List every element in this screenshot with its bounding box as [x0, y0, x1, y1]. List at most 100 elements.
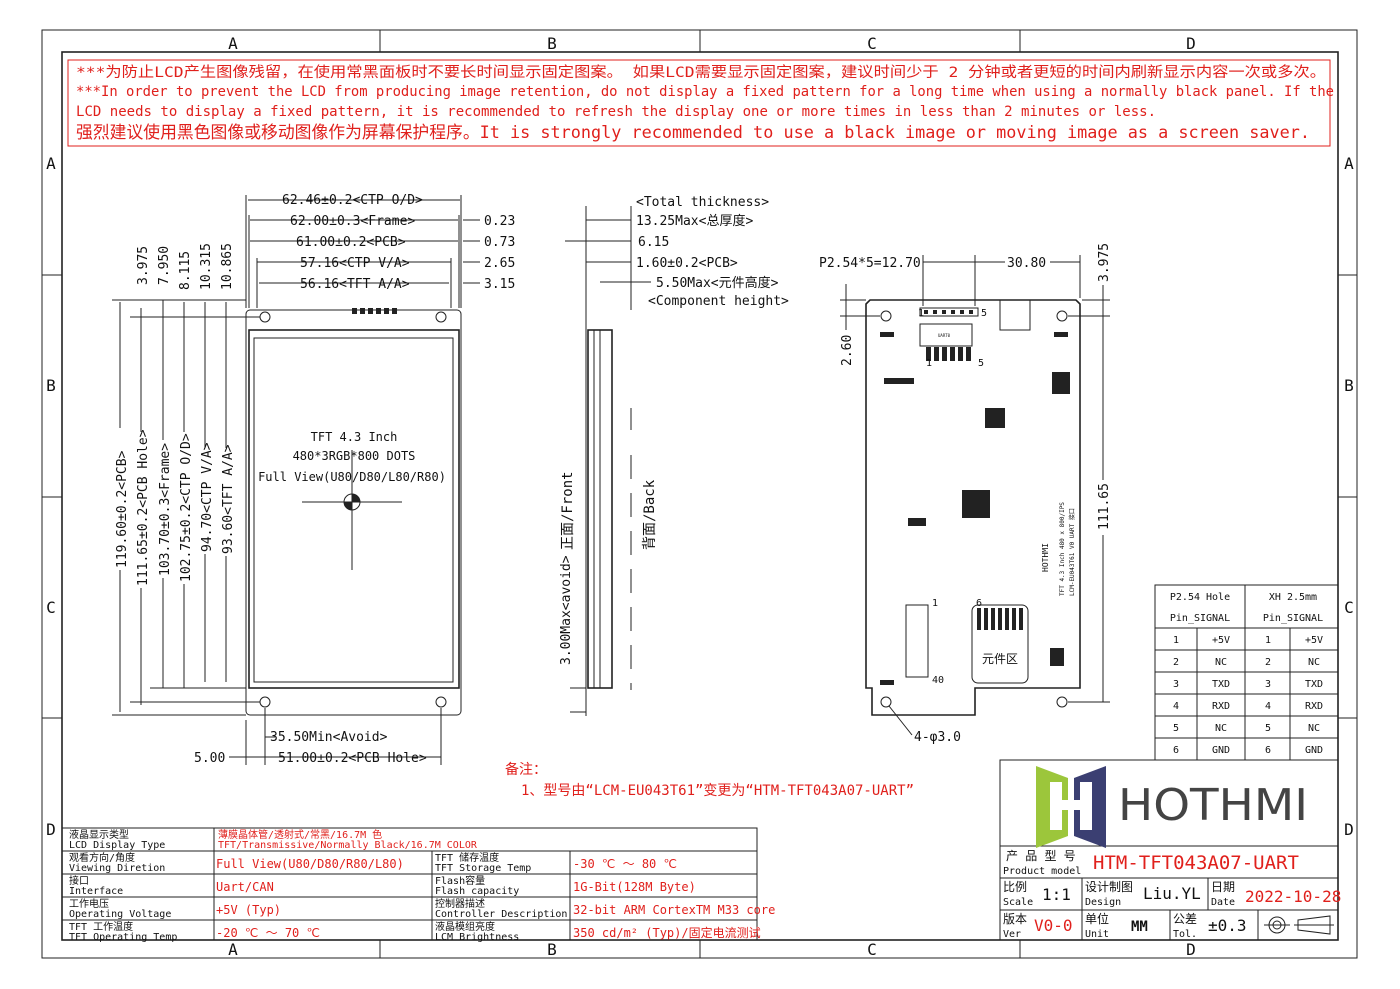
side-view: <Total thickness> 13.25Max<总厚度> 6.15 1.6… — [559, 195, 789, 716]
notice-line-2: ***In order to prevent the LCD from prod… — [76, 84, 1334, 100]
pin-table-cell: TXD — [1212, 679, 1230, 690]
uart-pin-marker-5: 5 — [978, 358, 984, 369]
zone-row-a-right: A — [1344, 154, 1354, 173]
dim-hole-offset: 5.00 — [194, 751, 225, 766]
dim-3-975-back: 3.975 — [1097, 243, 1112, 282]
dim-ctp-va-width: 57.16<CTP V/A> — [300, 256, 410, 271]
dim-30-80: 30.80 — [1007, 256, 1046, 271]
silk-uart0: UART0 — [938, 333, 951, 338]
pin-marker-5: 5 — [981, 308, 987, 319]
pin-table-cell: TXD — [1305, 679, 1323, 690]
spec-label-en: Operating Voltage — [69, 909, 171, 920]
dim-avoid: 35.50Min<Avoid> — [270, 730, 388, 745]
pin-table-cell: 5 — [1173, 723, 1179, 734]
projection-symbol-icon — [1264, 915, 1334, 935]
spec-value-right: 1G-Bit(128M Byte) — [573, 880, 696, 894]
uart-pin-marker-1: 1 — [926, 358, 932, 369]
zone-col-c: C — [867, 34, 877, 53]
dim-tft-aa-width: 56.16<TFT A/A> — [300, 277, 410, 292]
spec-label-en: LCD Display Type — [69, 840, 165, 851]
zone-row-a: A — [46, 154, 56, 173]
spec-value-right: 32-bit ARM CortexTM M33 core — [573, 903, 775, 917]
title-block: HOTHMI 产 品 型 号 Product model HTM-TFT043A… — [999, 759, 1341, 941]
pin-table: P2.54 Hole Pin_SIGNAL XH 2.5mm Pin_SIGNA… — [1154, 584, 1339, 761]
pin-table-cell: 2 — [1265, 657, 1271, 668]
pin-table-cell: 1 — [1173, 635, 1179, 646]
pin-table-cell: GND — [1305, 745, 1323, 756]
product-model: HTM-TFT043A07-UART — [1093, 852, 1299, 874]
tol-en: Tol. — [1173, 929, 1197, 940]
spec-value-en: TFT/Transmissive/Normally Black/16.7M CO… — [218, 840, 478, 851]
spec-label2-cn: 控制器描述 — [435, 897, 485, 910]
spec-value: -20 ℃ ～ 70 ℃ — [216, 926, 320, 940]
notice-box — [67, 59, 1331, 147]
pin-header-xh: XH 2.5mm — [1269, 592, 1317, 603]
date-en: Date — [1211, 897, 1235, 908]
zone-col-b-bottom: B — [547, 940, 557, 959]
dim-pcb-height: 119.60±0.2<PCB> — [115, 450, 130, 568]
component-zone-label: 元件区 — [982, 652, 1018, 666]
notice-line-3: LCD needs to display a fixed pattern, it… — [76, 104, 1156, 120]
zone-row-b: B — [46, 376, 56, 395]
scale-value: 1:1 — [1042, 885, 1071, 904]
zone-col-d-bottom: D — [1186, 940, 1196, 959]
screen-text-view: Full View(U80/D80/L80/R80) — [258, 470, 446, 484]
dim-offset-3975: 3.975 — [136, 246, 151, 285]
dim-offset-10315: 10.315 — [199, 243, 214, 290]
silk-model: LCM-EU043T61 V0 UART 接口 — [1068, 508, 1076, 596]
pin-marker-1: 1 — [918, 308, 924, 319]
dim-right-3: 3.15 — [484, 277, 515, 292]
spec-value: 薄膜晶体管/透射式/常黑/16.7M 色 — [218, 828, 382, 841]
pin-table-cell: +5V — [1305, 635, 1323, 646]
zone-col-b: B — [547, 34, 557, 53]
ver-cn: 版本 — [1003, 912, 1027, 926]
side-total-thickness: 13.25Max<总厚度> — [636, 213, 753, 229]
pin-table-cell: NC — [1308, 723, 1320, 734]
dim-ctp-od-width: 62.46±0.2<CTP O/D> — [282, 193, 423, 208]
unit-value: MM — [1131, 919, 1148, 935]
designer: Liu.YL — [1143, 884, 1201, 903]
pin-header-hole: P2.54 Hole — [1170, 592, 1230, 603]
dim-offset-8115: 8.115 — [178, 251, 193, 290]
front-view: 62.46±0.2<CTP O/D> 62.00±0.3<Frame> 61.0… — [112, 193, 515, 766]
side-dim-615: 6.15 — [638, 235, 669, 250]
zone-row-d-right: D — [1344, 820, 1354, 839]
dim-frame-height: 103.70±0.3<Frame> — [158, 443, 173, 576]
pin-table-cell: RXD — [1212, 701, 1230, 712]
spec-value: Uart/CAN — [216, 880, 274, 894]
remark-item: 1、型号由“LCM-EU043T61”变更为“HTM-TFT043A07-UAR… — [521, 783, 914, 799]
dim-right-0: 0.23 — [484, 214, 515, 229]
zone-row-b-right: B — [1344, 376, 1354, 395]
ver-en: Ver — [1003, 929, 1021, 940]
tol-cn: 公差 — [1173, 912, 1197, 926]
zone-col-c-bottom: C — [867, 940, 877, 959]
hothmi-logo: HOTHMI — [1036, 766, 1308, 848]
notice-line-1: ***为防止LCD产生图像残留，在使用常黑面板时不要长时间显示固定图案。 如果L… — [76, 63, 1326, 81]
silk-tft-info: TFT 4.3 Inch 480 x 800/IPS — [1059, 502, 1066, 596]
pin-header-hole-signal: Pin_SIGNAL — [1170, 613, 1230, 624]
date-value: 2022-10-28 — [1245, 887, 1341, 906]
spec-label-en: Interface — [69, 886, 123, 897]
pin-table-cell: 5 — [1265, 723, 1271, 734]
fpc-pin-marker-1: 1 — [932, 598, 938, 609]
tol-value: ±0.3 — [1208, 916, 1247, 935]
spec-value: +5V (Typ) — [216, 903, 281, 917]
spec-value-right: 350 cd/m² (Typ)/固定电流测试 — [573, 925, 761, 940]
zone-ticks — [42, 30, 1357, 958]
pin-table-cell: RXD — [1305, 701, 1323, 712]
pin-table-cell: 4 — [1173, 701, 1179, 712]
zone-col-a-bottom: A — [228, 940, 238, 959]
dim-hole-pitch-height: 111.65 — [1097, 483, 1112, 530]
product-label-cn: 产 品 型 号 — [1006, 849, 1076, 863]
silk-hothmi: HOTHMI — [1041, 543, 1050, 572]
spec-label-cn: 观看方向/角度 — [69, 851, 135, 864]
screen-text-resolution: 480*3RGB*800 DOTS — [293, 449, 416, 463]
ver-value: V0-0 — [1034, 916, 1073, 935]
dim-offset-10865: 10.865 — [220, 243, 235, 290]
side-pcb-thickness: 1.60±0.2<PCB> — [636, 256, 738, 271]
pin-table-cell: 1 — [1265, 635, 1271, 646]
spec-value-right: -30 ℃ ～ 80 ℃ — [573, 857, 677, 871]
dim-offset-7950: 7.950 — [157, 246, 172, 285]
